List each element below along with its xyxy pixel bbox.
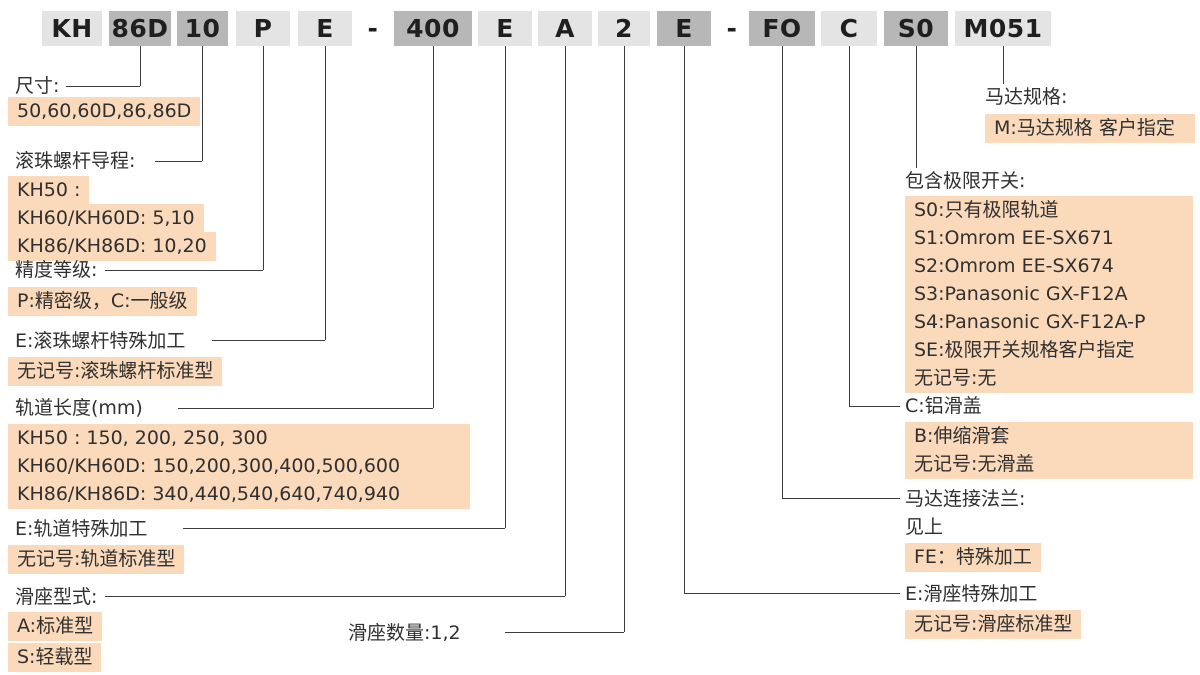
code-separator: - [726,14,738,43]
code-segment-rail-special: E [478,11,532,46]
motor-spec-option: M:马达规格 客户指定 [985,114,1195,143]
connector-flange-v [782,46,783,498]
limit-switch-title: 包含极限开关: [905,170,1026,192]
code-segment-rail-length: 400 [394,11,472,46]
slider-type-option: S:轻载型 [8,643,102,672]
slider-qty-label: 滑座数量:1,2 [348,622,461,644]
flange-option: FE：特殊加工 [905,543,1041,572]
connector-limit-switch-v [916,46,917,168]
slider-type-option: A:标准型 [8,612,103,641]
code-segment-slider-qty: 2 [598,11,650,46]
code-segment-size: 86D [109,11,171,46]
size-option: 50,60,60D,86,86D [8,97,201,126]
rail-length-option: KH86/KH86D: 340,440,540,640,740,940 [8,480,470,509]
size-title: 尺寸: [15,75,60,97]
rail-special-label: E:轨道特殊加工 [15,518,148,540]
lead-title: 滚珠螺杆导程: [15,150,136,172]
screw-special-option: 无记号:滚珠螺杆标准型 [8,357,223,386]
connector-accuracy-h [105,270,263,271]
code-segment-motor: M051 [955,11,1051,46]
lead-option: KH86/KH86D: 10,20 [8,232,216,261]
flange-title: 马达连接法兰: [905,488,1026,510]
connector-slider-type-h [105,596,565,597]
connector-slider-qty-v [624,46,625,632]
connector-slider-special-h [684,593,900,594]
connector-cover-v [849,46,850,406]
rail-length-option: KH50 : 150, 200, 250, 300 [8,424,470,453]
lead-option: KH60/KH60D: 5,10 [8,204,204,233]
slider-special-option: 无记号:滑座标准型 [905,610,1082,639]
connector-accuracy-v [263,46,264,270]
rail-special-option: 无记号:轨道标准型 [8,545,185,574]
limit-switch-option: S0:只有极限轨道 [905,196,1193,225]
limit-switch-option: S2:Omrom EE-SX674 [905,252,1193,281]
code-segment-cover: C [821,11,877,46]
lead-option: KH50 : [8,176,90,205]
screw-special-label: E:滚珠螺杆特殊加工 [15,330,186,352]
connector-flange-h [782,498,900,499]
connector-lead-v [202,46,203,161]
connector-cover-h [849,406,900,407]
rail-length-option: KH60/KH60D: 150,200,300,400,500,600 [8,452,470,481]
cover-title: C:铝滑盖 [905,395,982,417]
limit-switch-option: S3:Panasonic GX-F12A [905,280,1193,309]
connector-slider-type-v [565,46,566,596]
connector-rail-special-h [183,528,505,529]
accuracy-title: 精度等级: [15,259,98,281]
connector-rail-special-v [505,46,506,528]
connector-rail-length-h [178,408,433,409]
code-segment-limit-switch: S0 [884,11,948,46]
cover-option: 无记号:无滑盖 [905,450,1193,479]
connector-rail-length-v [433,46,434,408]
connector-size-h [66,86,140,87]
code-segment-slider-special: E [657,11,711,46]
connector-lead-h [155,161,202,162]
limit-switch-option: S1:Omrom EE-SX671 [905,224,1193,253]
cover-option: B:伸缩滑套 [905,422,1193,451]
limit-switch-option: 无记号:无 [905,364,1193,393]
connector-screw-special-h [212,340,325,341]
code-segment-screw-special: E [298,11,352,46]
accuracy-option: P:精密级，C:一般级 [8,287,197,316]
connector-slider-special-v [684,46,685,593]
rail-length-title: 轨道长度(mm) [15,397,143,419]
connector-motor-v [1003,46,1004,84]
code-separator: - [367,14,379,43]
connector-size-v [140,46,141,86]
connector-screw-special-v [325,46,326,340]
code-segment-series: KH [42,11,102,46]
slider-special-label: E:滑座特殊加工 [905,583,1038,605]
connector-slider-qty-h [505,632,624,633]
code-segment-accuracy: P [236,11,290,46]
flange-note: 见上 [905,516,944,538]
code-segment-lead: 10 [177,11,228,46]
code-segment-slider-type: A [538,11,592,46]
slider-type-title: 滑座型式: [15,586,98,608]
code-segment-flange: FO [749,11,815,46]
limit-switch-option: SE:极限开关规格客户指定 [905,336,1193,365]
motor-spec-title: 马达规格: [985,86,1068,108]
limit-switch-option: S4:Panasonic GX-F12A-P [905,308,1193,337]
